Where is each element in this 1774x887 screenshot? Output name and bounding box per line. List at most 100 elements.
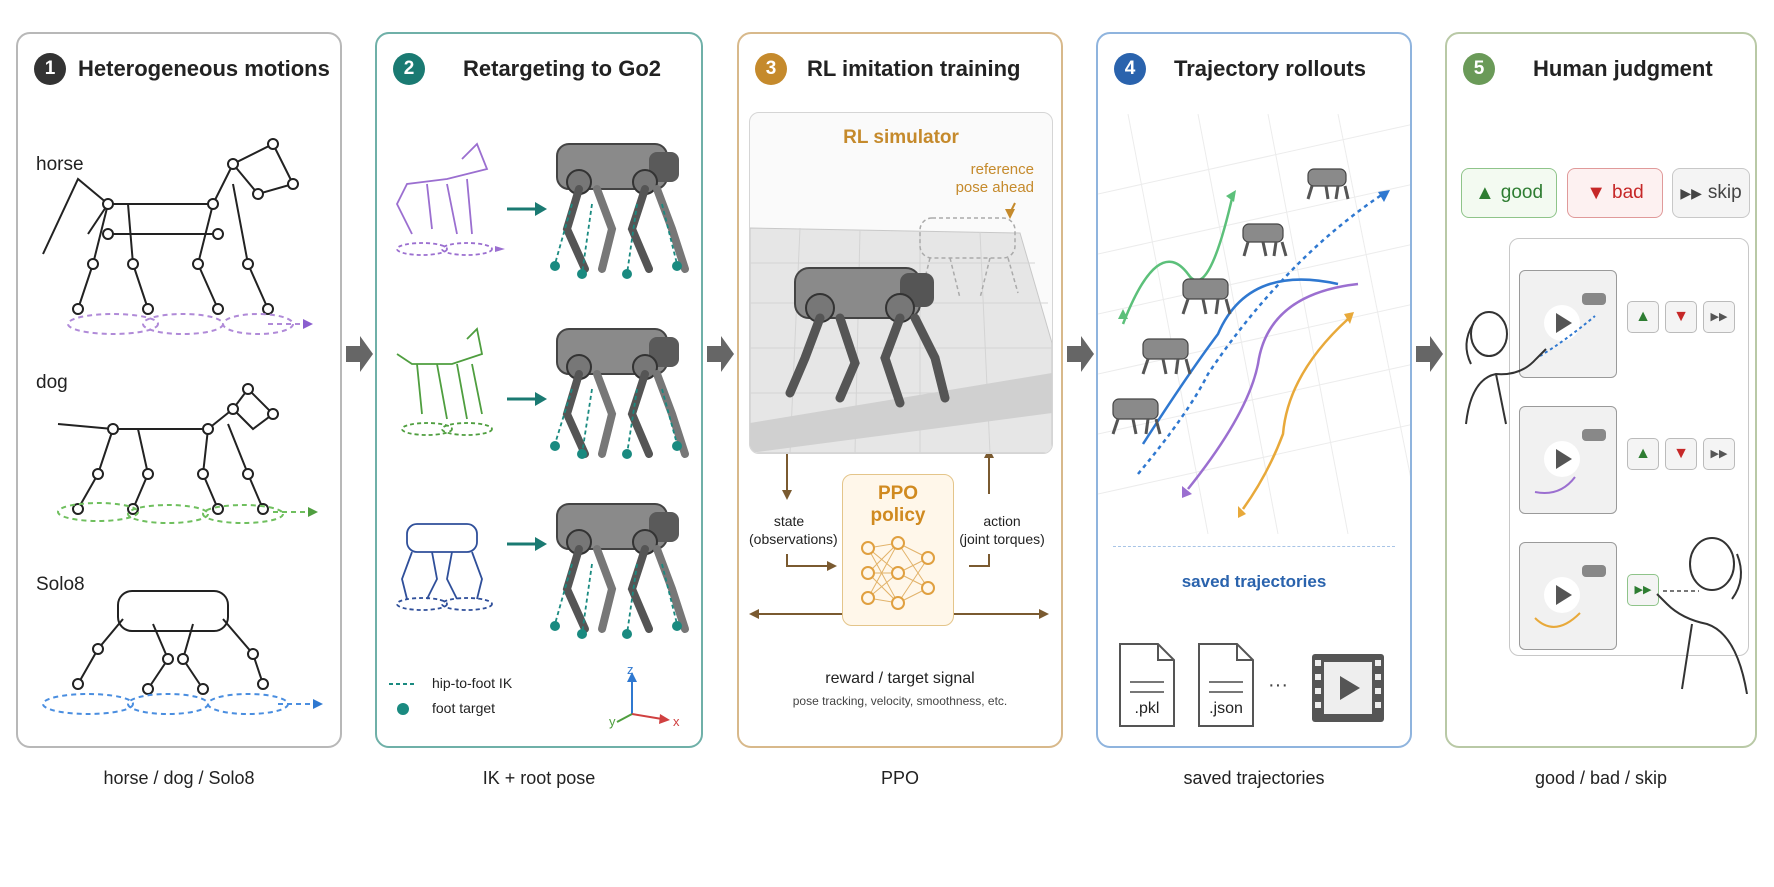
- play-icon: [1534, 429, 1606, 494]
- mini-skip-button[interactable]: ▶▶: [1703, 301, 1735, 333]
- panel-title-text: Retargeting to Go2: [463, 56, 662, 81]
- thumbs-down-icon: ▼: [1673, 445, 1689, 462]
- step-number-badge: 4: [1114, 53, 1146, 85]
- play-icon: [1534, 565, 1606, 628]
- axis-x-label: x: [673, 714, 680, 729]
- fast-forward-icon: ▶▶: [1710, 448, 1728, 460]
- flow-arrow-icon: [1416, 336, 1443, 372]
- person-pointing-icon: [1656, 537, 1748, 694]
- thumbs-up-icon: ▲: [1635, 308, 1651, 325]
- panel-title-text: Human judgment: [1533, 56, 1713, 81]
- rl-simulator-box: RL simulator reference pose ahead: [749, 112, 1053, 454]
- flow-arrow-icon: [707, 336, 734, 372]
- flow-arrow-icon: [1067, 336, 1094, 372]
- caption-panel-1: horse / dog / Solo8: [103, 768, 255, 788]
- panel-heterogeneous-motions: 1 Heterogeneous motions horse dog Solo8: [16, 32, 342, 748]
- ref-label-line1: reference: [970, 161, 1034, 178]
- json-file-icon: [1198, 643, 1254, 727]
- divider: [1113, 546, 1395, 547]
- label-horse: horse: [36, 154, 84, 175]
- reference-pose-label: reference pose ahead: [956, 161, 1034, 197]
- play-icon: [1539, 293, 1606, 357]
- horse-skeleton-icon: [42, 138, 313, 335]
- retargeting-illustration: [395, 124, 703, 639]
- rollout-trajectories: [1098, 114, 1410, 534]
- caption-panel-5: good / bad / skip: [1534, 768, 1668, 788]
- saved-trajectories-label: saved trajectories: [1181, 572, 1327, 591]
- thumbs-down-icon: ▼: [1673, 308, 1689, 325]
- caption-panel-2: IK + root pose: [482, 768, 596, 788]
- mini-bad-button[interactable]: ▼: [1665, 438, 1697, 470]
- panel-title-text: Heterogeneous motions: [78, 56, 330, 81]
- panel-trajectory-rollouts: 4 Trajectory rollouts saved traj: [1096, 32, 1412, 748]
- rollout-video-card[interactable]: [1519, 406, 1617, 514]
- policy-line2: policy: [870, 505, 926, 526]
- legend-symbols: [389, 683, 417, 715]
- review-list: [1509, 238, 1749, 656]
- simulator-scene: [750, 202, 1052, 453]
- good-label: good: [1500, 182, 1544, 203]
- caption-panel-4: saved trajectories: [1183, 768, 1325, 788]
- dashed-pointer: [1663, 590, 1699, 592]
- action-line1: action: [983, 513, 1021, 529]
- axis-y-label: y: [609, 714, 616, 729]
- state-line1: state: [773, 513, 805, 529]
- panel-title: 1 Heterogeneous motions: [18, 52, 340, 86]
- action-line2: (joint torques): [959, 531, 1045, 547]
- axis-z-label: z: [627, 662, 634, 677]
- pkl-file-label: .pkl: [1134, 700, 1160, 717]
- thumbs-up-icon: ▲: [1635, 445, 1651, 462]
- mini-good-button[interactable]: ▲: [1627, 301, 1659, 333]
- panel-title-text: Trajectory rollouts: [1174, 56, 1366, 81]
- label-dog: dog: [36, 372, 68, 393]
- ellipsis: ···: [1268, 674, 1288, 696]
- xyz-axes-icon: [616, 672, 670, 724]
- panel-rl-training: 3 RL imitation training RL simulator ref…: [737, 32, 1063, 748]
- mini-bad-button[interactable]: ▼: [1665, 301, 1697, 333]
- fast-forward-icon: ▶▶: [1634, 584, 1652, 596]
- solo8-robot-icon: [42, 590, 323, 715]
- mini-good-button[interactable]: ▲: [1627, 438, 1659, 470]
- fast-forward-icon: ▶▶: [1710, 311, 1728, 323]
- panel-retargeting: 2 Retargeting to Go2: [375, 32, 703, 748]
- skip-button[interactable]: ▶▶ skip: [1672, 168, 1750, 218]
- mini-skip-button[interactable]: ▶▶: [1703, 438, 1735, 470]
- policy-title: PPO policy: [843, 483, 953, 527]
- state-label: state (observations): [749, 512, 838, 548]
- step-number-badge: 3: [755, 53, 787, 85]
- ref-label-line2: pose ahead: [955, 179, 1034, 196]
- rollout-video-card[interactable]: [1519, 270, 1617, 378]
- panel-title: 5 Human judgment: [1447, 52, 1755, 86]
- panel-title-text: RL imitation training: [807, 56, 1021, 81]
- good-button[interactable]: ▲ good: [1461, 168, 1557, 218]
- label-solo8: Solo8: [36, 574, 85, 595]
- reward-subtitle: pose tracking, velocity, smoothness, etc…: [792, 694, 1008, 708]
- panel-title: 2 Retargeting to Go2: [377, 52, 701, 86]
- sim-title: RL simulator: [843, 127, 959, 148]
- mini-skip-button-selected[interactable]: ▶▶: [1627, 574, 1659, 606]
- json-file-label: .json: [1209, 700, 1243, 717]
- video-file-icon: [1312, 654, 1384, 722]
- legend-foot-target: foot target: [432, 700, 496, 716]
- panel-title: 4 Trajectory rollouts: [1098, 52, 1410, 86]
- pkl-file-icon: [1119, 643, 1175, 727]
- fast-forward-icon: ▶▶: [1680, 184, 1702, 201]
- reward-title: reward / target signal: [825, 670, 975, 687]
- person-pointing-icon: [1465, 311, 1547, 425]
- bad-button[interactable]: ▼ bad: [1567, 168, 1663, 218]
- caption-panel-3: PPO: [880, 768, 919, 788]
- state-line2: (observations): [749, 531, 838, 547]
- ppo-policy-box: PPO policy: [842, 474, 954, 626]
- panel-title: 3 RL imitation training: [739, 52, 1061, 86]
- step-number-badge: 2: [393, 53, 425, 85]
- policy-line1: PPO: [877, 483, 919, 504]
- skip-label: skip: [1707, 182, 1742, 203]
- action-label: action (joint torques): [957, 512, 1047, 548]
- flow-arrow-icon: [346, 336, 373, 372]
- step-number-badge: 1: [34, 53, 66, 85]
- rollout-video-card[interactable]: [1519, 542, 1617, 650]
- thumbs-down-icon: ▼: [1586, 181, 1607, 204]
- step-number-badge: 5: [1463, 53, 1495, 85]
- neural-network-icon: [861, 536, 935, 610]
- legend-ik: hip-to-foot IK: [432, 675, 513, 691]
